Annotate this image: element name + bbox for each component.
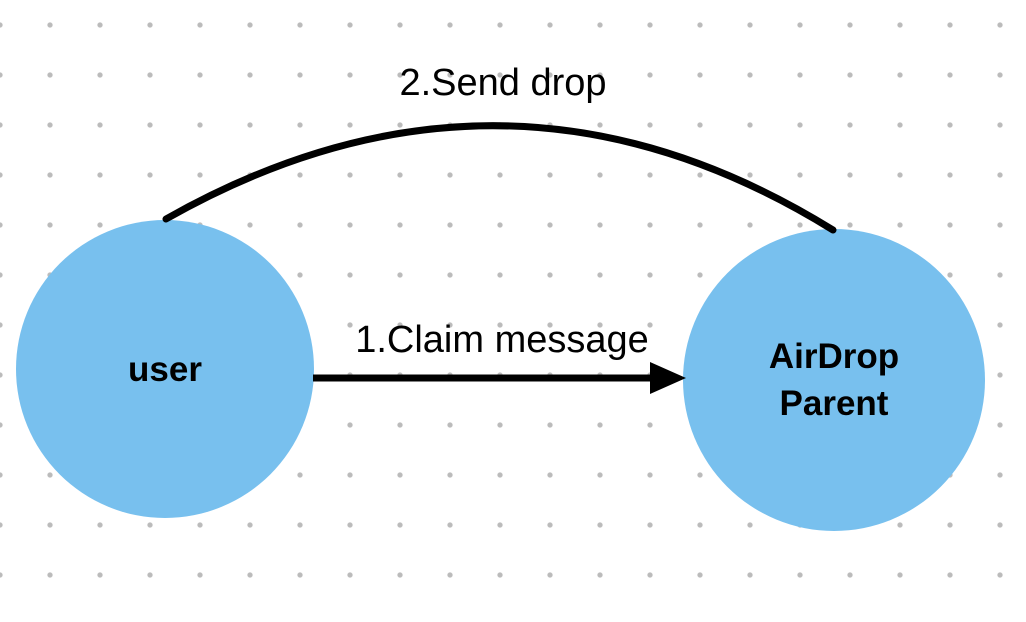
edge-send-drop-arc [162, 122, 837, 234]
edge-label-send-drop: 2.Send drop [399, 62, 607, 104]
node-airdrop-parent-label-line1: AirDrop [768, 337, 900, 376]
arrowhead-icon [650, 362, 686, 394]
node-airdrop-parent-label-line2: Parent [779, 384, 889, 423]
node-user: user [16, 220, 314, 518]
edge-label-claim-message: 1.Claim message [355, 319, 649, 361]
node-user-label: user [128, 349, 202, 389]
node-airdrop-parent: AirDrop Parent [683, 229, 985, 531]
